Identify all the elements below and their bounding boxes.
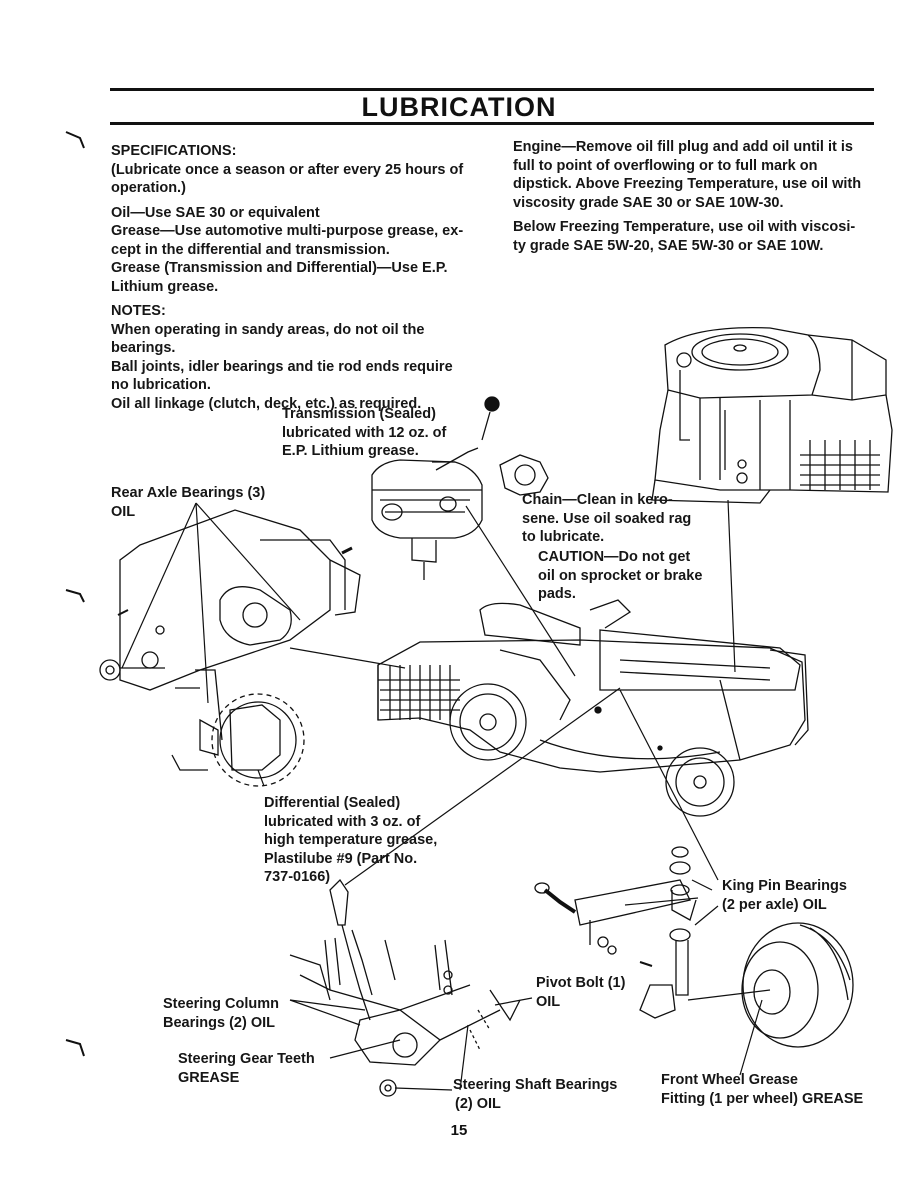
page-number: 15 [450, 1122, 468, 1139]
callout-line: Steering Column [163, 996, 280, 1012]
engine-drawing [651, 326, 893, 504]
note-line: Oil all linkage (clutch, deck, etc.) as … [111, 395, 422, 412]
spec-line: (Lubricate once a season or after every … [111, 161, 464, 178]
top-rule [110, 88, 874, 91]
callout-line: Plastilube #9 (Part No. [264, 850, 418, 867]
spec-line: Oil—Use SAE 30 or equivalent [111, 204, 320, 221]
callout-line: oil on sprocket or brake [538, 567, 703, 584]
page-title: LUBRICATION [361, 92, 557, 122]
front-axle-drawing [534, 846, 854, 1048]
engine-line: Engine—Remove oil fill plug and add oil … [513, 139, 853, 155]
callout-line: Pivot Bolt (1) [536, 975, 626, 991]
engine-line: dipstick. Above Freezing Temperature, us… [513, 176, 862, 192]
engine-section: Engine—Remove oil fill plug and add oil … [513, 138, 861, 255]
callout-line: Rear Axle Bearings (3) [111, 485, 266, 501]
spec-line: cept in the differential and transmissio… [111, 241, 390, 258]
rear-axle-callout: Rear Axle Bearings (3) OIL [111, 484, 265, 521]
rear-axle-drawing [99, 509, 361, 787]
engine-below-line: ty grade SAE 5W-20, SAE 5W-30 or SAE 10W… [513, 237, 824, 254]
callout-line: high temperature grease, [264, 832, 438, 848]
differential-callout: Differential (Sealed) lubricated with 3 … [264, 794, 437, 887]
spec-line: Grease (Transmission and Differential)—U… [111, 260, 448, 276]
note-line: no lubrication. [111, 377, 211, 393]
spec-line: Lithium grease. [111, 278, 219, 295]
steering-gear-callout: Steering Gear Teeth GREASE [178, 1050, 315, 1087]
chain-callout: Chain—Clean in kero- sene. Use oil soake… [522, 491, 691, 547]
title-underline [110, 122, 874, 125]
callout-line: lubricated with 12 oz. of [282, 424, 447, 441]
callout-line: OIL [111, 503, 136, 520]
callout-line: sene. Use oil soaked rag [522, 510, 692, 527]
callout-line: lubricated with 3 oz. of [264, 813, 421, 830]
callout-line: GREASE [178, 1069, 240, 1086]
spec-line: Grease—Use automotive multi-purpose grea… [111, 223, 464, 239]
callout-line: Steering Gear Teeth [178, 1051, 315, 1067]
specifications-heading: SPECIFICATIONS: [111, 143, 237, 159]
transmission-drawing [371, 396, 549, 580]
steering-drawing [289, 878, 521, 1097]
callout-line: Differential (Sealed) [264, 795, 401, 811]
callout-line: (2) OIL [455, 1095, 501, 1112]
callout-line: to lubricate. [522, 529, 605, 545]
callout-line: CAUTION—Do not get [538, 549, 691, 565]
callout-line: Bearings (2) OIL [163, 1014, 275, 1031]
callout-line: E.P. Lithium grease. [282, 443, 419, 459]
callout-line: 737-0166) [264, 869, 331, 885]
notes-heading: NOTES: [111, 303, 166, 319]
king-pin-callout: King Pin Bearings (2 per axle) OIL [722, 877, 847, 914]
callout-line: Transmission (Sealed) [282, 406, 436, 422]
leader-lines [121, 461, 763, 1091]
engine-line: full to point of overflowing or to full … [513, 157, 818, 174]
callout-line: (2 per axle) OIL [722, 896, 827, 913]
callout-line: Steering Shaft Bearings [453, 1077, 618, 1093]
steering-column-callout: Steering Column Bearings (2) OIL [163, 995, 279, 1032]
engine-line: viscosity grade SAE 30 or SAE 10W-30. [513, 194, 784, 211]
tractor-drawing [377, 599, 809, 817]
specifications-section: SPECIFICATIONS: (Lubricate once a season… [111, 142, 463, 413]
callout-line: King Pin Bearings [722, 878, 847, 894]
note-line: When operating in sandy areas, do not oi… [111, 321, 425, 338]
caution-callout: CAUTION—Do not get oil on sprocket or br… [538, 548, 702, 604]
pivot-bolt-callout: Pivot Bolt (1) OIL [536, 974, 625, 1011]
note-line: Ball joints, idler bearings and tie rod … [111, 358, 453, 375]
callout-line: Front Wheel Grease [661, 1072, 798, 1088]
transmission-callout: Transmission (Sealed) lubricated with 12… [282, 405, 446, 461]
callout-line: Fitting (1 per wheel) GREASE [661, 1090, 864, 1107]
steering-shaft-callout: Steering Shaft Bearings (2) OIL [453, 1076, 617, 1113]
callout-line: pads. [538, 586, 576, 602]
spec-line: operation.) [111, 180, 186, 196]
callout-line: OIL [536, 993, 561, 1010]
callout-line: Chain—Clean in kero- [522, 492, 673, 508]
engine-below-line: Below Freezing Temperature, use oil with… [513, 219, 856, 235]
note-line: bearings. [111, 340, 176, 356]
front-wheel-callout: Front Wheel Grease Fitting (1 per wheel)… [661, 1071, 863, 1108]
